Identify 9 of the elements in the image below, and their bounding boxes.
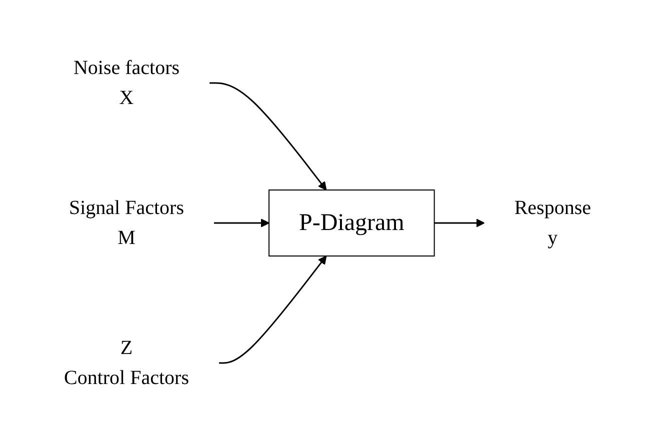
node-text: Response y — [514, 196, 591, 248]
arrow — [434, 218, 485, 227]
node-box: P-Diagram — [268, 189, 435, 256]
arrow — [210, 82, 327, 190]
arrow — [214, 218, 270, 227]
arrow — [219, 255, 327, 364]
node-text: Z Control Factors — [64, 336, 189, 388]
node-text: Signal Factors M — [69, 196, 184, 248]
node-text: Noise factors X — [73, 56, 180, 108]
